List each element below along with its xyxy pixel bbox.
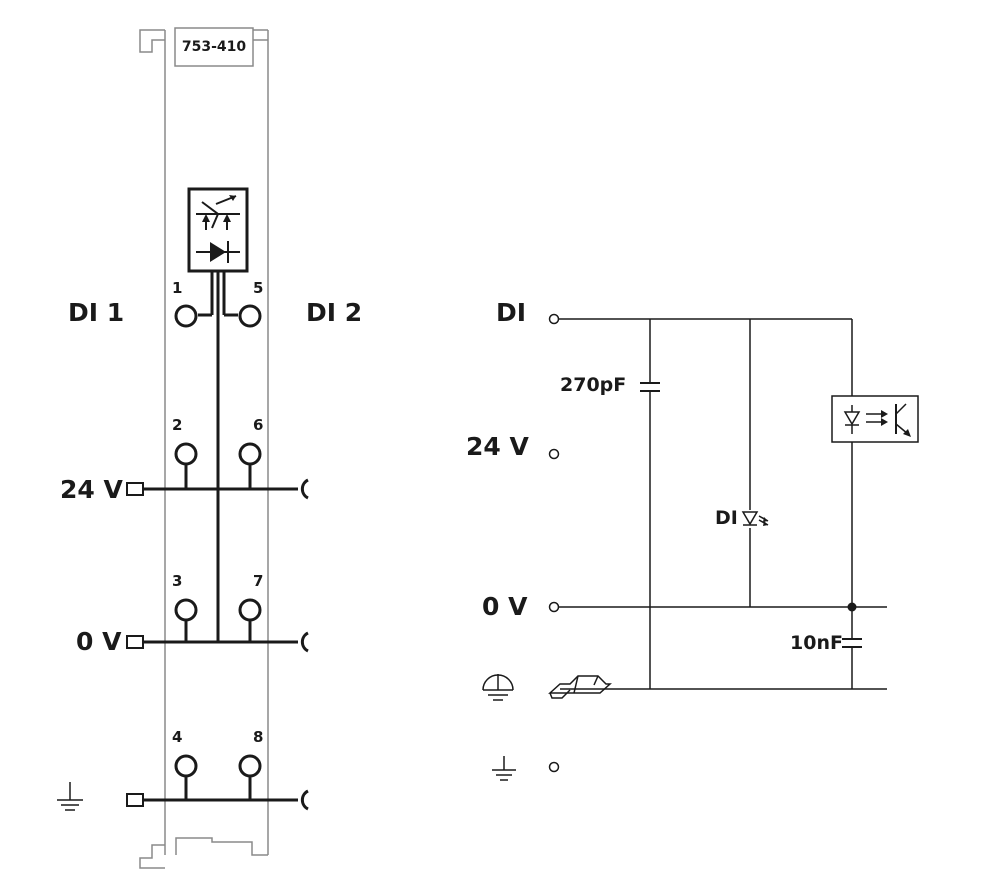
status-led-symbol: [187, 187, 249, 273]
capacitor-10nf-label: 10nF: [790, 632, 843, 654]
module-housing: [139, 29, 269, 869]
capacitor-270pf-label: 270pF: [560, 374, 626, 396]
terminal-5-label: 5: [253, 279, 263, 297]
junction-dot: [847, 602, 857, 612]
terminal-3-label: 3: [172, 572, 182, 590]
led-label: DI: [715, 507, 738, 529]
power-rail-pe: [126, 789, 309, 811]
terminal-2-label: 2: [172, 416, 182, 434]
input-terminal-ground: [548, 761, 560, 773]
rail-0v-label: 0 V: [76, 627, 122, 656]
terminal-6-label: 6: [253, 416, 263, 434]
part-number-box: [174, 27, 254, 67]
internal-bus: [198, 271, 238, 642]
capacitor-270pf: [640, 382, 660, 392]
input-terminal-24v: [548, 448, 560, 460]
schematic-di-label: DI: [496, 298, 526, 327]
ground-symbol-icon: [492, 756, 516, 781]
channel-di2-label: DI 2: [306, 298, 362, 327]
terminal-clamps: [174, 304, 262, 800]
di-bus-wire: [559, 318, 853, 689]
input-terminal-di: [548, 313, 560, 325]
optocoupler-icon: [831, 395, 919, 443]
part-number: 753-410: [182, 39, 247, 55]
schematic-24v-label: 24 V: [466, 432, 529, 461]
power-rail-24v: [126, 478, 309, 500]
capacitor-10nf: [842, 638, 862, 648]
terminal-4-label: 4: [172, 728, 182, 746]
channel-di1-label: DI 1: [68, 298, 124, 327]
input-terminal-0v: [548, 601, 560, 613]
schematic-0v-label: 0 V: [482, 592, 528, 621]
rail-24v-label: 24 V: [60, 475, 123, 504]
terminal-1-label: 1: [172, 279, 182, 297]
terminal-7-label: 7: [253, 572, 263, 590]
ground-icon: [57, 782, 83, 811]
status-led-icon: [741, 510, 769, 528]
din-rail-icon: [548, 675, 612, 699]
power-rail-0v: [126, 631, 309, 653]
protective-earth-icon: [482, 674, 514, 701]
terminal-8-label: 8: [253, 728, 263, 746]
